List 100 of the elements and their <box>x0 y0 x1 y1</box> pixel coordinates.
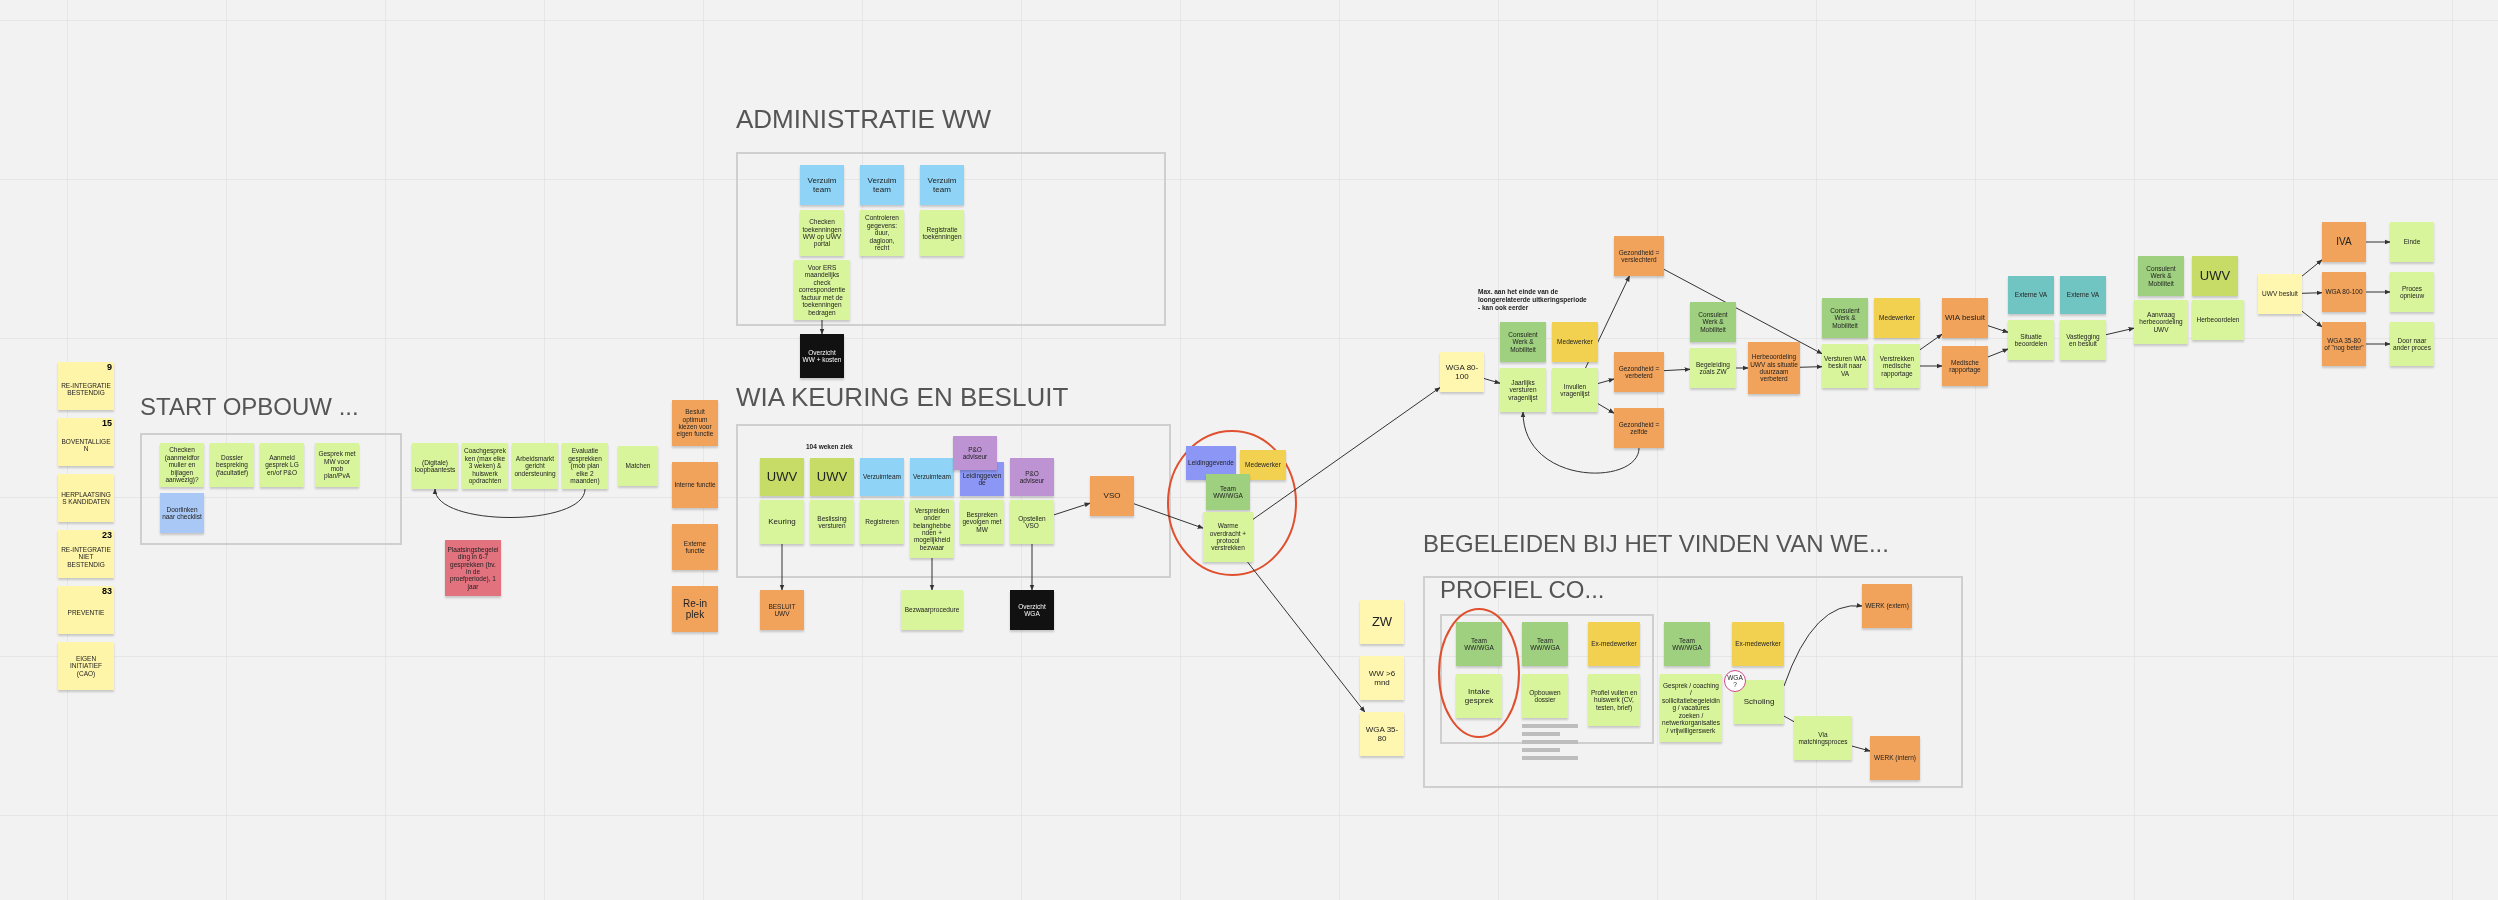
sticky-note <box>1360 656 1404 700</box>
arrow <box>2365 289 2391 295</box>
sticky-note <box>1660 674 1722 742</box>
sticky-note <box>1010 590 1054 630</box>
note-text: ZW <box>1371 614 1393 630</box>
sticky-note <box>2322 272 2366 312</box>
connector-line <box>1783 715 1795 723</box>
sticky-note <box>1552 322 1598 362</box>
sticky-note <box>58 586 114 634</box>
sticky-note <box>672 400 718 446</box>
sticky-note <box>1690 302 1736 342</box>
sticky-note <box>160 493 204 533</box>
arrow <box>2105 327 2135 336</box>
sticky-note <box>901 590 963 630</box>
sticky-note <box>1614 236 1664 276</box>
sticky-note <box>2258 274 2302 314</box>
sticky-note <box>1456 674 1502 718</box>
sticky-note <box>1440 352 1484 392</box>
arrow <box>434 488 586 518</box>
sticky-note <box>800 334 844 378</box>
arrow <box>1783 603 1863 687</box>
sticky-note <box>1360 712 1404 756</box>
sticky-note <box>2008 276 2054 314</box>
note-text: WGA 80-100 <box>1444 362 1480 382</box>
sticky-note <box>800 165 844 205</box>
arrow <box>2301 259 2323 277</box>
note-text: UWV <box>766 469 798 485</box>
sticky-note <box>1874 298 1920 338</box>
sticky-note <box>760 500 804 544</box>
arrow <box>1483 378 1501 384</box>
sticky-note <box>1734 680 1784 724</box>
sticky-note <box>860 500 904 544</box>
sticky-note <box>672 524 718 570</box>
sticky-note <box>2134 300 2188 344</box>
sticky-note <box>672 462 718 508</box>
sticky-note <box>910 458 954 496</box>
note-text: WW >6 mnd <box>1367 668 1397 688</box>
sticky-note <box>58 642 114 690</box>
note-text: Verzuim team <box>806 175 838 195</box>
note-text: Re-in plek <box>682 597 708 621</box>
note-text: Scholing <box>1743 697 1775 707</box>
sticky-note <box>1870 736 1920 780</box>
arrow <box>1987 325 2009 333</box>
arrow <box>1053 502 1091 516</box>
arrow <box>1987 348 2009 358</box>
sticky-note <box>1500 368 1546 412</box>
sticky-note <box>1822 344 1868 388</box>
note-text: IVA <box>2336 236 2352 248</box>
arrow <box>2301 310 2323 328</box>
sticky-note <box>2138 256 2184 296</box>
sticky-note <box>1690 348 1736 388</box>
sticky-note <box>1874 344 1920 388</box>
sticky-note <box>1010 458 1054 496</box>
sticky-note <box>58 362 114 410</box>
arrow <box>2365 341 2391 347</box>
sticky-note <box>1360 600 1404 644</box>
sticky-note <box>2322 322 2366 366</box>
sticky-note <box>810 458 854 496</box>
sticky-note <box>1664 622 1710 666</box>
sticky-note <box>1614 352 1664 392</box>
sticky-note <box>1500 322 1546 362</box>
arrow <box>1585 275 1630 369</box>
sticky-note <box>860 458 904 496</box>
sticky-note <box>860 165 904 205</box>
note-text: Verzuim team <box>866 175 898 195</box>
sticky-note <box>2390 272 2434 312</box>
sticky-note <box>1206 474 1250 510</box>
sticky-note <box>1552 368 1598 412</box>
sticky-note <box>1614 408 1664 448</box>
arrow <box>1133 503 1204 529</box>
sticky-note <box>1588 622 1640 666</box>
arrow <box>779 543 785 591</box>
sticky-note <box>1942 298 1988 338</box>
sticky-note <box>2060 320 2106 360</box>
sticky-note <box>1732 622 1784 666</box>
sticky-note <box>618 446 658 486</box>
sticky-note <box>800 210 844 256</box>
section-title: ADMINISTRATIE WW <box>736 106 992 132</box>
section-title: WIA KEURING EN BESLUIT <box>736 384 1069 410</box>
arrow <box>1663 268 1823 355</box>
note-text: UWV <box>816 469 848 485</box>
sticky-note <box>58 530 114 578</box>
sticky-note <box>58 474 114 522</box>
sticky-note <box>760 458 804 496</box>
sticky-note <box>2322 222 2366 262</box>
sticky-note <box>960 500 1004 544</box>
count-number: 15 <box>102 419 112 428</box>
sticky-note <box>1010 500 1054 544</box>
section-title: PROFIEL CO... <box>1440 578 1605 602</box>
sticky-note <box>2390 222 2434 262</box>
arrow <box>1252 387 1441 520</box>
sticky-note <box>1090 476 1134 516</box>
sticky-note <box>760 590 804 630</box>
sticky-note <box>1942 346 1988 386</box>
sticky-note <box>910 500 954 558</box>
arrow <box>1851 745 1871 752</box>
sticky-note <box>2008 320 2054 360</box>
sticky-note <box>1748 342 1800 394</box>
note-text: WIA besluit <box>1945 313 1985 323</box>
sticky-note <box>2192 300 2244 340</box>
